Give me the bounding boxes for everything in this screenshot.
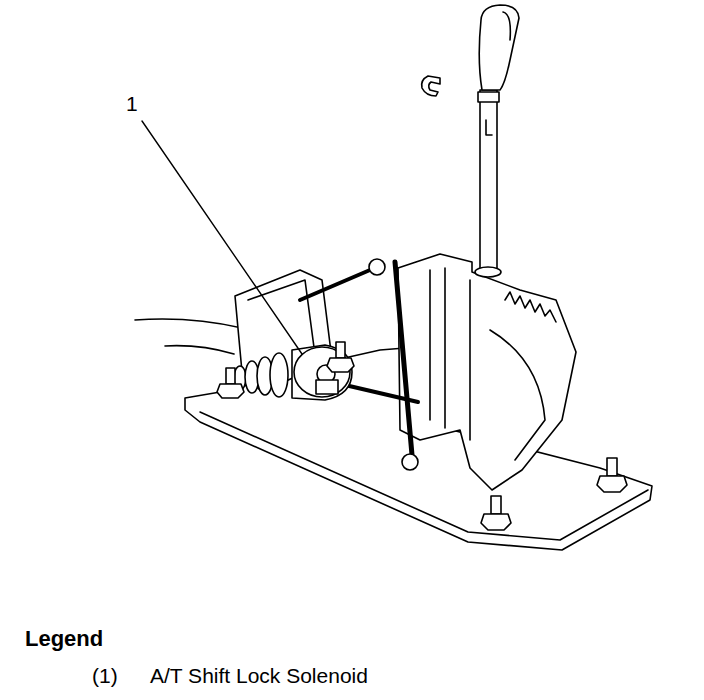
link-rod <box>300 270 370 300</box>
detent-teeth <box>505 292 556 322</box>
knob-highlight <box>503 12 510 40</box>
cable <box>135 319 242 328</box>
stud <box>217 368 244 398</box>
leader-line <box>142 121 302 354</box>
lever <box>395 262 412 455</box>
pivot <box>402 454 418 470</box>
callout-number: 1 <box>126 92 138 116</box>
solenoid-connector <box>316 380 338 394</box>
drawing-part <box>327 358 354 372</box>
drawing-part <box>217 384 244 398</box>
link-eye <box>369 259 385 275</box>
gate-slot <box>430 268 470 440</box>
drawing-part <box>135 5 652 550</box>
cable <box>165 346 234 354</box>
shift-shaft <box>480 90 497 270</box>
legend-heading: Legend <box>25 626 103 651</box>
bracket-edge <box>248 280 315 355</box>
shaft-collar <box>478 92 499 102</box>
drawing-part <box>597 476 627 492</box>
drawing-part <box>481 514 511 530</box>
stud <box>481 496 511 530</box>
gate-plate <box>398 254 576 490</box>
boot-rib <box>270 353 288 397</box>
gate-inner <box>490 330 545 460</box>
shaft-notch <box>486 120 492 135</box>
retaining-clip <box>422 76 440 96</box>
drawing-part <box>607 458 617 476</box>
shift-knob <box>479 5 519 90</box>
stud <box>597 458 627 492</box>
stud <box>327 342 354 372</box>
legend-text: A/T Shift Lock Solenoid <box>150 664 368 688</box>
drawing-part <box>491 496 501 514</box>
drawing-part <box>336 342 345 358</box>
shaft-end <box>475 267 501 277</box>
drawing-part <box>226 368 235 384</box>
legend-number: (1) <box>92 664 118 688</box>
